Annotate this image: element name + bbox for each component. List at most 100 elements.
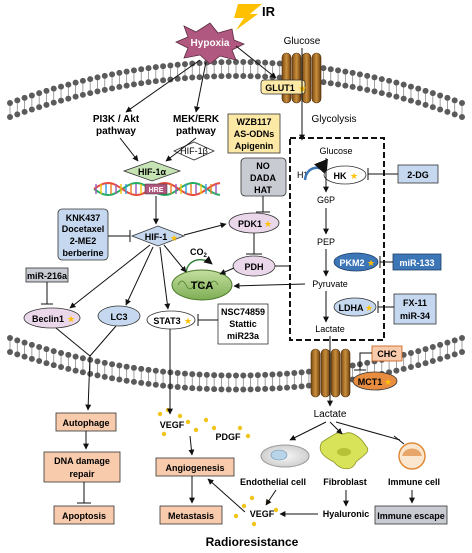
mir216a-label: miR-216a	[27, 271, 68, 281]
lipid-head	[247, 73, 254, 80]
hk-label: HK	[334, 171, 347, 181]
lipid-head	[429, 90, 436, 97]
docetaxel-label: Docetaxel	[62, 224, 105, 234]
lipid-head	[58, 83, 65, 90]
immune-cell-label: Immune cell	[388, 477, 440, 487]
secreted-dot	[177, 413, 183, 419]
lipid-head	[101, 359, 108, 366]
lipid-head	[349, 362, 356, 369]
lc3-ellipse	[97, 305, 141, 327]
hif1-star-icon: ★	[170, 233, 178, 243]
lipid-head	[101, 72, 108, 79]
lipid-head	[240, 73, 247, 80]
lipid-head	[335, 67, 342, 74]
lipid-head	[14, 351, 21, 358]
secreted-dot	[161, 431, 167, 437]
lipid-head	[160, 63, 167, 70]
lipid-head	[43, 360, 50, 367]
lipid-head	[145, 366, 152, 373]
lipid-head	[393, 367, 400, 374]
hif1a-label: HIF-1α	[138, 167, 167, 177]
lipid-head	[79, 355, 86, 362]
lipid-head	[247, 372, 254, 379]
glycolysis-pathway-box	[289, 137, 385, 341]
lipid-head	[415, 99, 422, 106]
lipid-head	[451, 97, 458, 104]
glucose-outer-label: Glucose	[284, 36, 321, 47]
mir133-label: miR-133	[399, 258, 434, 268]
lipid-head	[167, 76, 174, 83]
lipid-head	[181, 75, 188, 82]
lipid-head	[393, 79, 400, 86]
lipid-head	[160, 368, 167, 375]
hif1b-label: HIF-1β	[180, 146, 208, 156]
mek-label-line2: pathway	[176, 126, 216, 137]
2me2-label: 2-ME2	[70, 236, 97, 246]
lipid-head	[342, 82, 349, 89]
pkm2-label: PKM2	[339, 258, 364, 268]
secreted-dot	[157, 411, 163, 417]
lipid-head	[203, 73, 210, 80]
immune-escape-label: Immune escape	[377, 511, 445, 521]
lipid-head	[233, 59, 239, 65]
lipid-head	[400, 95, 407, 102]
ldha-ellipse	[333, 297, 377, 317]
lipid-head	[196, 60, 203, 67]
as-odns-label: AS-ODNs	[234, 129, 275, 139]
mct1-star-icon: ★	[384, 377, 392, 387]
lipid-head	[356, 85, 363, 92]
lipid-head	[87, 90, 94, 97]
lipid-head	[305, 368, 312, 375]
lipid-head	[320, 65, 327, 72]
lipid-head	[276, 385, 283, 392]
glut1-label: GLUT1	[265, 83, 295, 93]
tca-mitochondrion	[171, 269, 233, 301]
lipid-head	[225, 73, 232, 80]
lipid-head	[50, 99, 57, 106]
lipid-head	[211, 386, 218, 393]
lipid-head	[145, 380, 152, 387]
lipid-head	[335, 81, 342, 88]
lipid-head	[189, 385, 196, 392]
lipid-head	[181, 384, 188, 391]
lipid-head	[284, 370, 291, 377]
lipid-head	[422, 346, 429, 353]
lipid-head	[50, 348, 57, 355]
lipid-head	[269, 371, 276, 378]
lipid-head	[181, 370, 188, 377]
diagram-title: Radioresistance	[206, 535, 299, 549]
hk-star-icon: ★	[350, 171, 358, 181]
vegf-bottom-label: VEGF	[250, 509, 275, 519]
lipid-head	[254, 59, 261, 66]
lipid-head	[123, 68, 130, 75]
lipid-head	[36, 104, 43, 111]
lipid-head	[240, 386, 247, 393]
lipid-head	[101, 373, 108, 380]
lipid-head	[342, 68, 349, 75]
pathway-arrows	[41, 45, 415, 517]
endothelial-cell-icon	[260, 444, 310, 468]
lipid-head	[7, 114, 13, 120]
lipid-head	[7, 335, 13, 341]
lipid-head	[364, 86, 371, 93]
lipid-head	[451, 351, 458, 358]
lipid-head	[364, 359, 371, 366]
lipid-head	[21, 353, 28, 360]
lipid-head	[43, 87, 50, 94]
hk-cycle-arrow	[303, 158, 328, 181]
wzb117-inhibitor-box	[227, 113, 281, 154]
hyaluronic-label: Hyaluronic	[323, 509, 370, 519]
lipid-head	[298, 369, 305, 376]
lipid-head	[174, 370, 181, 377]
lipid-head	[58, 364, 65, 371]
lipid-head	[276, 371, 283, 378]
lipid-head	[174, 384, 181, 391]
lipid-head	[50, 85, 57, 92]
endothelial-label: Endothelial cell	[240, 477, 306, 487]
secreted-dot	[251, 521, 257, 527]
lipid-head	[109, 85, 116, 92]
hat-label: HAT	[254, 185, 272, 195]
secreted-dot	[249, 495, 255, 501]
lipid-head	[72, 79, 79, 86]
